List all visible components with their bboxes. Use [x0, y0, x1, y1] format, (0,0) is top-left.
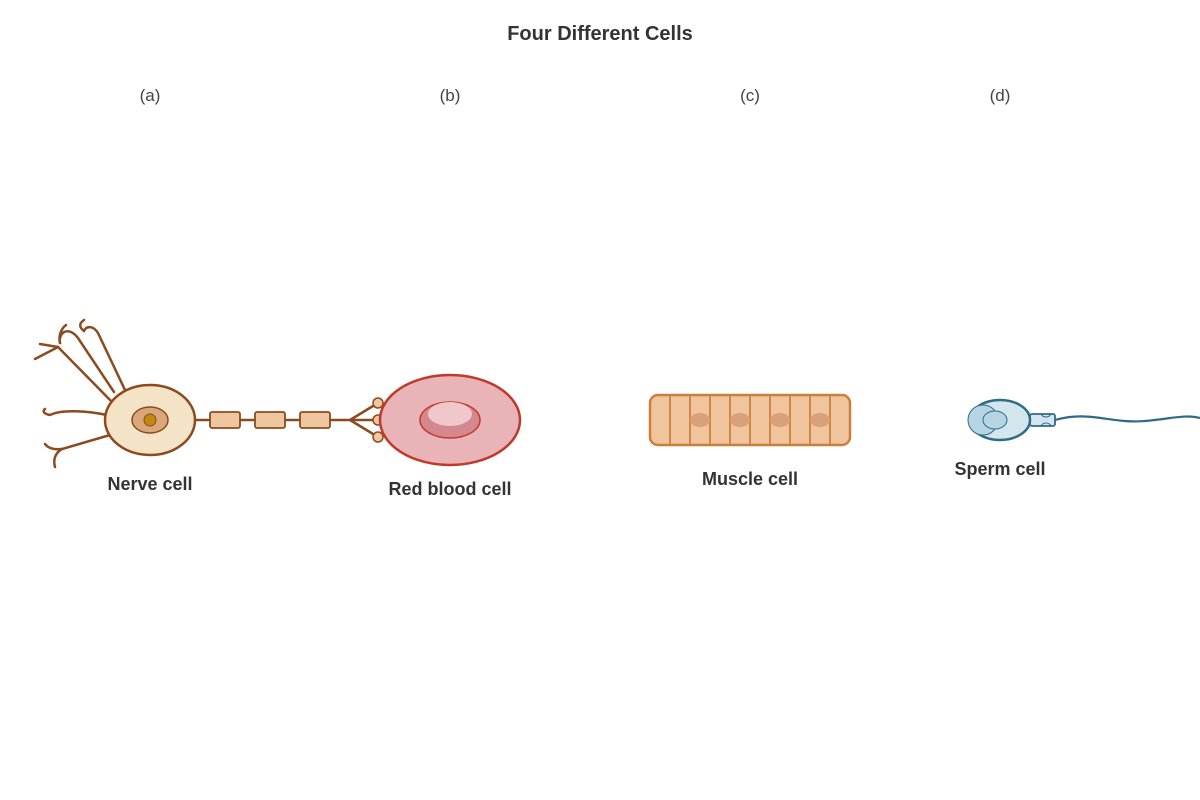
nerve-dendrite-2 [38, 342, 60, 349]
nerve-dendrite-4 [58, 323, 68, 345]
panel-letter-a: (a) [140, 86, 161, 105]
sperm-cell-label: Sperm cell [954, 459, 1045, 479]
panel-letter-d: (d) [990, 86, 1011, 105]
sperm-mitochondria [1040, 413, 1052, 427]
muscle-nucleus-2 [730, 413, 750, 427]
sperm-tail [1054, 415, 1200, 423]
rbc-label: Red blood cell [388, 479, 511, 499]
muscle-nucleus-3 [770, 413, 790, 427]
muscle-nucleus-4 [810, 413, 830, 427]
panel-letter-b: (b) [440, 86, 461, 105]
muscle-cell-label: Muscle cell [702, 469, 798, 489]
nerve-dendrite-9 [43, 442, 64, 451]
myelin-sheath-3 [299, 411, 331, 429]
myelin-sheath-2 [254, 411, 286, 429]
myelin-sheath-1 [209, 411, 241, 429]
nerve-dendrite-3 [58, 330, 116, 394]
nerve-dendrite-7 [42, 407, 109, 417]
axon-terminal-3 [372, 431, 384, 443]
nerve-dendrite-1 [33, 345, 114, 404]
axon-terminal-1 [372, 397, 384, 409]
diagram-title: Four Different Cells [507, 23, 693, 45]
nerve-nucleolus [143, 413, 157, 427]
nerve-dendrite-5 [82, 325, 127, 392]
muscle-nucleus-1 [690, 413, 710, 427]
sperm-nucleus [982, 410, 1008, 430]
panel-letter-c: (c) [740, 86, 760, 105]
nerve-dendrite-8 [53, 433, 112, 469]
nerve-cell-label: Nerve cell [107, 474, 192, 494]
nerve-dendrite-6 [79, 318, 86, 333]
rbc-highlight [428, 402, 472, 426]
nerve-cell [33, 318, 380, 469]
